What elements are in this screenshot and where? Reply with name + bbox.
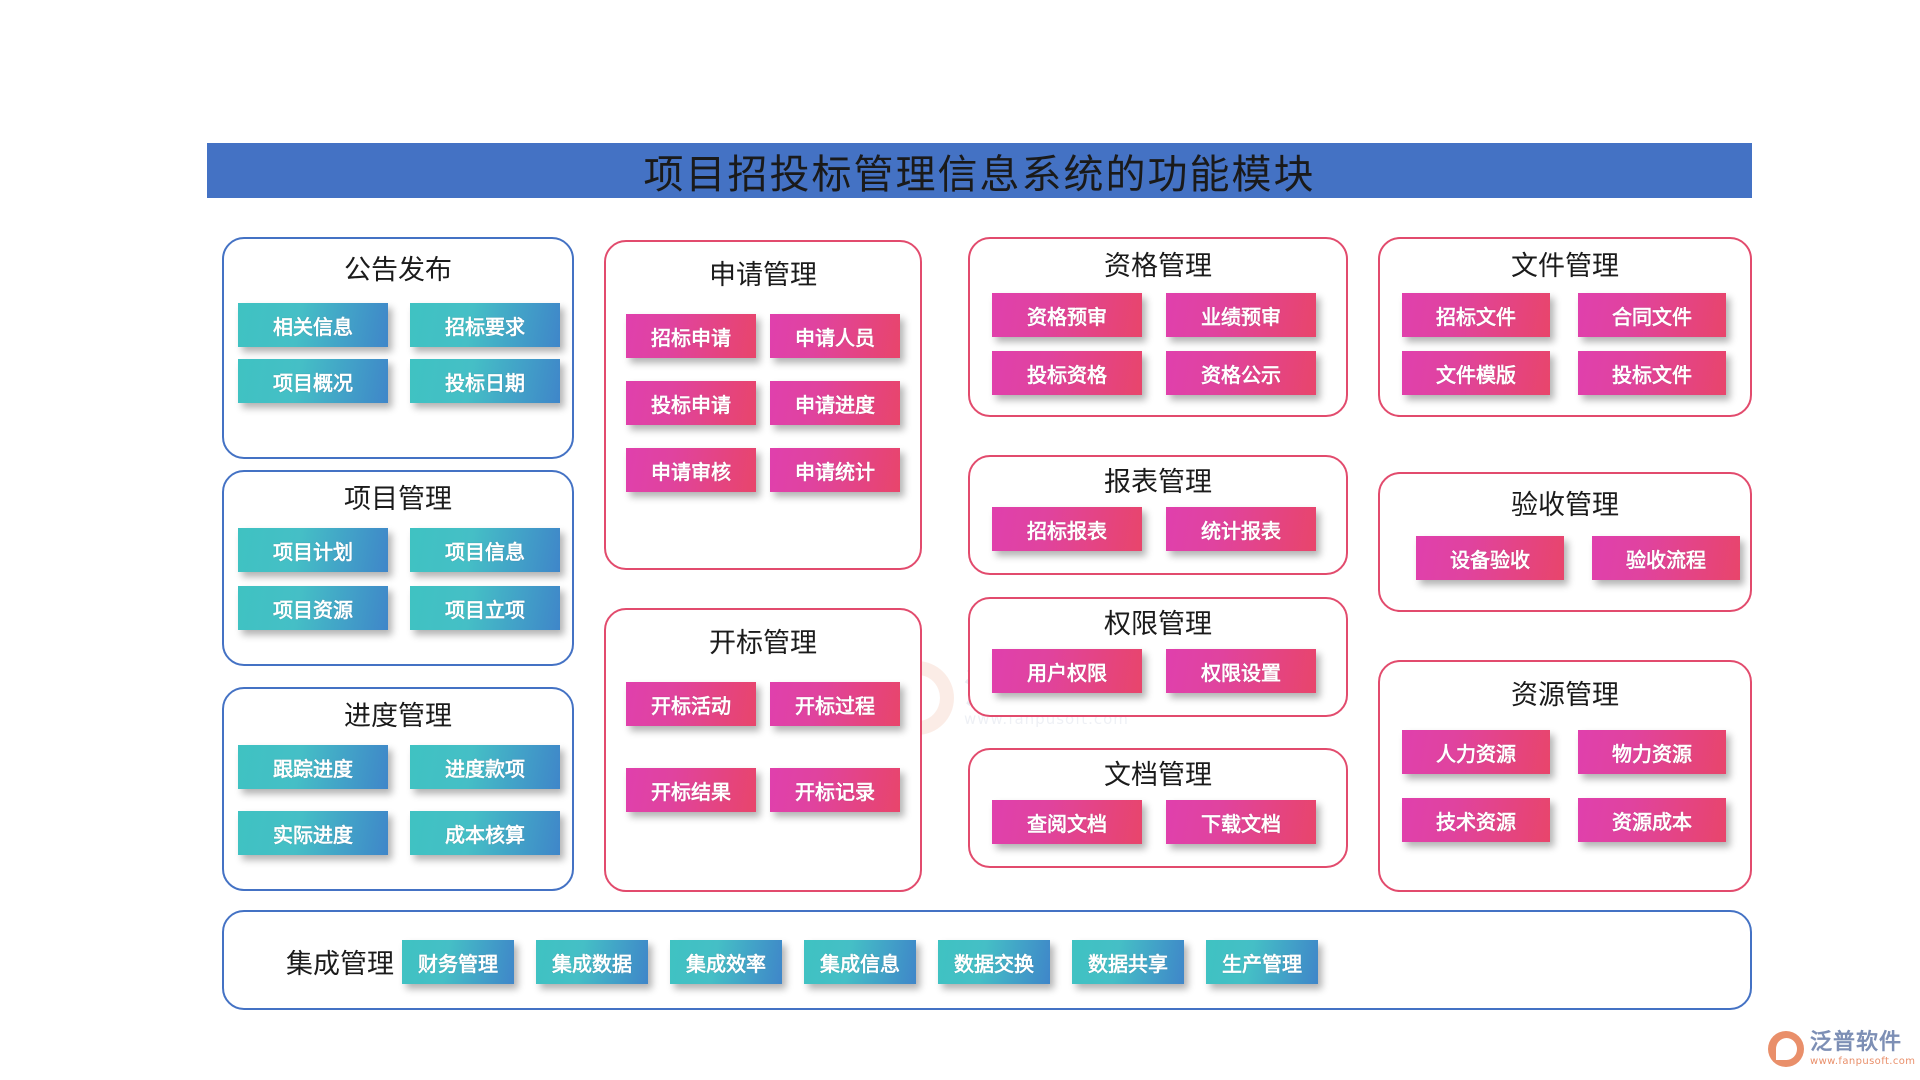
- module-chip[interactable]: 申请进度: [770, 381, 900, 425]
- module-chip[interactable]: 招标文件: [1402, 293, 1550, 337]
- group-title-bid-opening: 开标管理: [709, 628, 817, 659]
- module-chip[interactable]: 项目概况: [238, 359, 388, 403]
- module-chip[interactable]: 成本核算: [410, 811, 560, 855]
- brand-logo-name: 泛普软件: [1810, 1029, 1903, 1055]
- module-chip[interactable]: 人力资源: [1402, 730, 1550, 774]
- integration-chip[interactable]: 数据交换: [938, 940, 1050, 984]
- module-chip[interactable]: 投标申请: [626, 381, 756, 425]
- group-title-qualification: 资格管理: [1104, 251, 1212, 282]
- group-title-report: 报表管理: [1104, 467, 1212, 498]
- group-card-resource: 资源管理人力资源物力资源技术资源资源成本: [1378, 660, 1752, 892]
- module-chip[interactable]: 开标结果: [626, 768, 756, 812]
- group-card-file: 文件管理招标文件合同文件文件模版投标文件: [1378, 237, 1752, 417]
- integration-chip[interactable]: 集成数据: [536, 940, 648, 984]
- module-chip[interactable]: 申请人员: [770, 314, 900, 358]
- module-chip[interactable]: 文件模版: [1402, 351, 1550, 395]
- module-chip[interactable]: 投标文件: [1578, 351, 1726, 395]
- module-chip[interactable]: 技术资源: [1402, 798, 1550, 842]
- module-chip[interactable]: 开标记录: [770, 768, 900, 812]
- module-chip[interactable]: 项目计划: [238, 528, 388, 572]
- integration-title: 集成管理: [286, 949, 394, 980]
- module-chip[interactable]: 相关信息: [238, 303, 388, 347]
- module-chip[interactable]: 申请统计: [770, 448, 900, 492]
- group-card-acceptance: 验收管理设备验收验收流程: [1378, 472, 1752, 612]
- integration-chip[interactable]: 集成信息: [804, 940, 916, 984]
- module-chip[interactable]: 招标申请: [626, 314, 756, 358]
- module-chip[interactable]: 实际进度: [238, 811, 388, 855]
- module-chip[interactable]: 权限设置: [1166, 649, 1316, 693]
- module-chip[interactable]: 开标过程: [770, 682, 900, 726]
- integration-chip[interactable]: 数据共享: [1072, 940, 1184, 984]
- module-chip[interactable]: 项目信息: [410, 528, 560, 572]
- module-chip[interactable]: 投标资格: [992, 351, 1142, 395]
- integration-chip[interactable]: 生产管理: [1206, 940, 1318, 984]
- page-title: 项目招投标管理信息系统的功能模块: [643, 151, 1316, 198]
- group-card-qualification: 资格管理资格预审业绩预审投标资格资格公示: [968, 237, 1348, 417]
- group-card-integration: 集成管理 财务管理集成数据集成效率集成信息数据交换数据共享生产管理: [222, 910, 1752, 1010]
- group-title-file: 文件管理: [1511, 251, 1619, 282]
- module-chip[interactable]: 跟踪进度: [238, 745, 388, 789]
- page-title-banner: 项目招投标管理信息系统的功能模块: [207, 143, 1752, 198]
- module-chip[interactable]: 招标要求: [410, 303, 560, 347]
- module-chip[interactable]: 业绩预审: [1166, 293, 1316, 337]
- group-card-application: 申请管理招标申请申请人员投标申请申请进度申请审核申请统计: [604, 240, 922, 570]
- brand-logo-text: 泛普软件 www.fanpusoft.com: [1810, 1029, 1916, 1067]
- module-chip[interactable]: 下载文档: [1166, 800, 1316, 844]
- group-card-project: 项目管理项目计划项目信息项目资源项目立项: [222, 470, 574, 666]
- group-title-resource: 资源管理: [1511, 680, 1619, 711]
- group-title-project: 项目管理: [344, 484, 452, 515]
- group-title-acceptance: 验收管理: [1511, 490, 1619, 521]
- module-chip[interactable]: 资格预审: [992, 293, 1142, 337]
- module-chip[interactable]: 资源成本: [1578, 798, 1726, 842]
- integration-chip[interactable]: 财务管理: [402, 940, 514, 984]
- group-card-report: 报表管理招标报表统计报表: [968, 455, 1348, 575]
- module-chip[interactable]: 验收流程: [1592, 536, 1740, 580]
- brand-logo-icon: [1768, 1031, 1804, 1067]
- brand-logo: 泛普软件 www.fanpusoft.com: [1768, 1023, 1918, 1075]
- module-chip[interactable]: 开标活动: [626, 682, 756, 726]
- brand-logo-url: www.fanpusoft.com: [1810, 1055, 1916, 1067]
- module-chip[interactable]: 进度款项: [410, 745, 560, 789]
- module-chip[interactable]: 设备验收: [1416, 536, 1564, 580]
- module-chip[interactable]: 统计报表: [1166, 507, 1316, 551]
- group-card-permission: 权限管理用户权限权限设置: [968, 597, 1348, 717]
- group-title-progress: 进度管理: [344, 701, 452, 732]
- module-chip[interactable]: 项目资源: [238, 586, 388, 630]
- module-chip[interactable]: 投标日期: [410, 359, 560, 403]
- group-title-permission: 权限管理: [1104, 609, 1212, 640]
- module-chip[interactable]: 用户权限: [992, 649, 1142, 693]
- group-card-announcement: 公告发布相关信息招标要求项目概况投标日期: [222, 237, 574, 459]
- module-chip[interactable]: 查阅文档: [992, 800, 1142, 844]
- module-chip[interactable]: 申请审核: [626, 448, 756, 492]
- group-title-document: 文档管理: [1104, 760, 1212, 791]
- module-chip[interactable]: 资格公示: [1166, 351, 1316, 395]
- module-chip[interactable]: 项目立项: [410, 586, 560, 630]
- module-chip[interactable]: 招标报表: [992, 507, 1142, 551]
- group-title-announcement: 公告发布: [344, 255, 452, 286]
- group-card-document: 文档管理查阅文档下载文档: [968, 748, 1348, 868]
- module-chip[interactable]: 合同文件: [1578, 293, 1726, 337]
- group-title-application: 申请管理: [709, 260, 817, 291]
- integration-chip[interactable]: 集成效率: [670, 940, 782, 984]
- module-chip[interactable]: 物力资源: [1578, 730, 1726, 774]
- group-card-progress: 进度管理跟踪进度进度款项实际进度成本核算: [222, 687, 574, 891]
- group-card-bid-opening: 开标管理开标活动开标过程开标结果开标记录: [604, 608, 922, 892]
